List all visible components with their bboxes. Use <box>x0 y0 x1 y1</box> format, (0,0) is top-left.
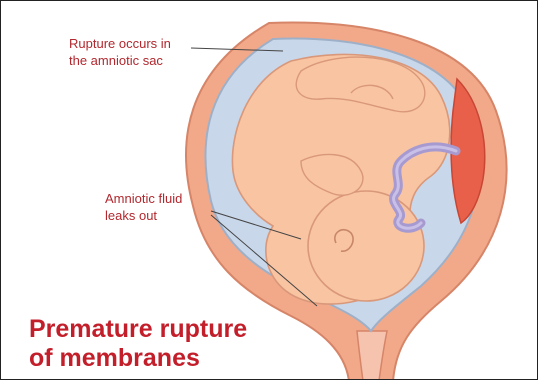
fetus-head <box>308 191 424 301</box>
diagram-title-line2: of membranes <box>29 344 247 373</box>
fluid-annotation: Amniotic fluid leaks out <box>105 190 182 224</box>
rupture-annotation-line1: Rupture occurs in <box>69 35 171 52</box>
rupture-annotation: Rupture occurs in the amniotic sac <box>69 35 171 69</box>
rupture-annotation-line2: the amniotic sac <box>69 52 171 69</box>
diagram-title: Premature rupture of membranes <box>29 315 247 373</box>
fluid-annotation-line2: leaks out <box>105 207 182 224</box>
fluid-annotation-line1: Amniotic fluid <box>105 190 182 207</box>
diagram-title-line1: Premature rupture <box>29 315 247 344</box>
